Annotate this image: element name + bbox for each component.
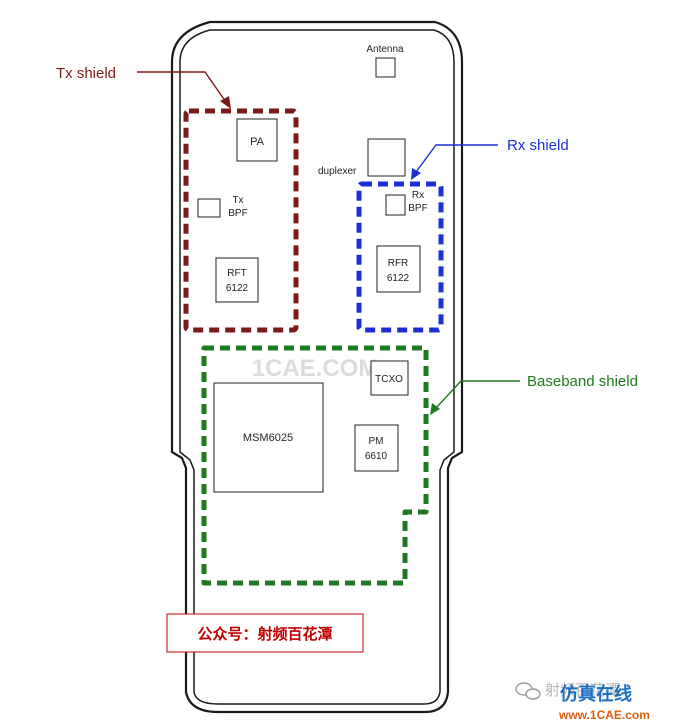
tx-shield-label: Tx shield — [56, 65, 116, 82]
rx-bpf-label-line1: Rx — [412, 190, 424, 201]
baseband-shield-arrowhead — [430, 403, 440, 415]
baseband-shield-label: Baseband shield — [527, 373, 638, 390]
rx-bpf-box — [385, 194, 406, 216]
pm-label-line2: 6610 — [365, 451, 388, 462]
rx-shield — [356, 181, 444, 333]
rft-box — [215, 257, 259, 303]
url-watermark-text: www.1CAE.com — [558, 708, 650, 722]
brand-watermark-text: 仿真在线 — [560, 683, 632, 705]
tx-shield-leader — [137, 71, 227, 103]
rx-shield-arrowhead — [411, 168, 421, 180]
rft-label-line2: 6122 — [226, 283, 249, 294]
rfr-label-line1: RFR — [388, 258, 409, 269]
pm-box — [354, 424, 399, 472]
duplexer-box — [367, 138, 406, 177]
tx-bpf-label-line1: Tx — [232, 195, 243, 206]
rfr-label-line2: 6122 — [387, 273, 410, 284]
pa-box — [236, 118, 278, 162]
baseband-shield-leader — [435, 380, 520, 409]
phone-outline — [170, 20, 464, 714]
tcxo-box — [370, 360, 409, 396]
tx-shield — [183, 108, 299, 333]
rx-shield-label: Rx shield — [507, 137, 569, 154]
wechat-watermark-text: 射频百花潭 — [545, 681, 620, 699]
msm-label: MSM6025 — [243, 432, 293, 444]
tx-bpf-label-line2: BPF — [228, 208, 247, 219]
tcxo-label: TCXO — [375, 374, 403, 385]
tx-bpf-box — [197, 198, 221, 218]
antenna-label: Antenna — [366, 44, 404, 55]
rfr-box — [376, 245, 421, 293]
msm-box — [213, 382, 324, 493]
stamp-box — [166, 613, 364, 653]
wechat-icon — [515, 682, 541, 700]
stamp-text: 公众号：射频百花潭 — [197, 625, 332, 643]
baseband-shield — [201, 345, 429, 586]
pa-label: PA — [250, 136, 265, 148]
center-watermark: 1CAE.COM — [252, 355, 379, 382]
duplexer-label: duplexer — [318, 166, 357, 177]
tx-shield-arrowhead — [220, 96, 231, 109]
phone-inner-outline — [179, 29, 455, 705]
pm-label-line1: PM — [369, 436, 384, 447]
rx-bpf-label-line2: BPF — [408, 203, 427, 214]
rft-label-line1: RFT — [227, 268, 246, 279]
antenna-box — [375, 57, 396, 78]
rx-shield-leader — [415, 144, 498, 173]
